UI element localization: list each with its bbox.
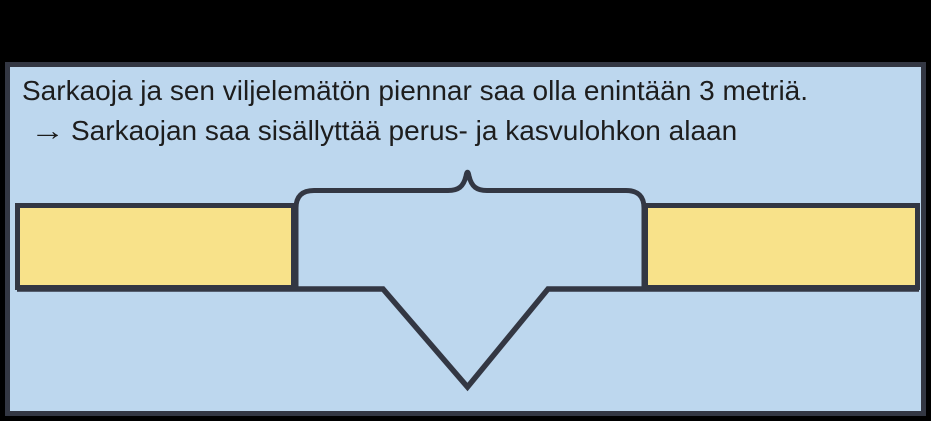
rule-line-1: Sarkaoja ja sen viljelemätön piennar saa… — [22, 75, 809, 106]
callout-panel: Sarkaoja ja sen viljelemätön piennar saa… — [5, 62, 926, 416]
right-arrow-icon: → — [30, 115, 65, 146]
rule-text: Sarkaoja ja sen viljelemätön piennar saa… — [22, 71, 902, 151]
rule-line-2-text: Sarkaojan saa sisällyttää perus- ja kasv… — [71, 115, 738, 146]
rule-line-2: → Sarkaojan saa sisällyttää perus- ja ka… — [22, 111, 902, 151]
